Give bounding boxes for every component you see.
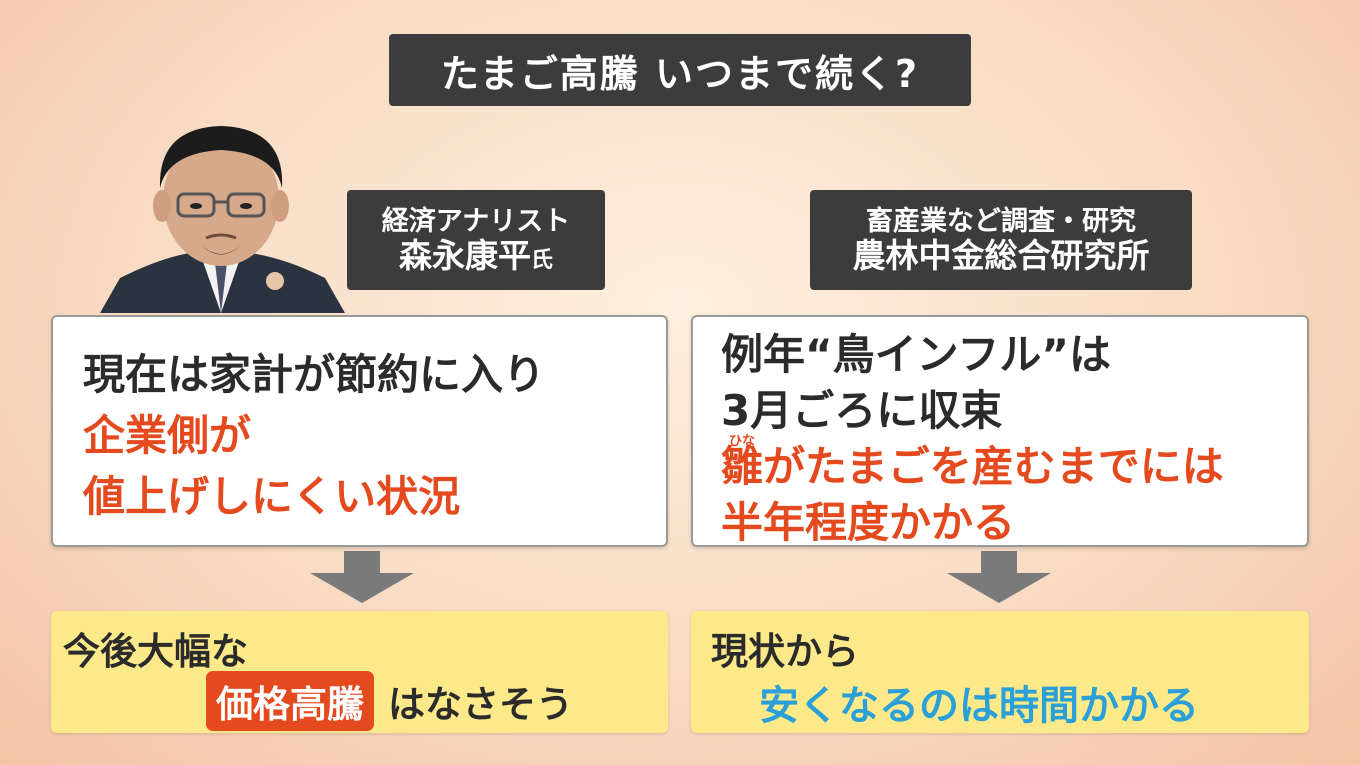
institute-quote: 例年“鳥インフル”は 3月ごろに収束 ひな雛がたまごを産むまでには 半年程度かか… [691,315,1309,547]
analyst-quote: 現在は家計が節約に入り 企業側が 値上げしにくい状況 [51,315,668,547]
institute-quote-line-1: 例年“鳥インフル”は [721,330,1111,379]
institute-quote-line-3-rest: がたまごを産むまでには [763,441,1224,491]
ruby-reading: ひな [729,433,756,449]
highlight-badge: 価格高騰 [206,671,374,731]
institute-quote-line-2: 3月ごろに収束 [721,385,1003,435]
page-title: たまご高騰 いつまで続く? [389,34,971,106]
analyst-conclusion-line-2: 価格高騰 はなさそう [206,671,573,731]
down-arrow-icon [310,551,414,603]
ruby-base: 雛 [721,441,764,491]
institute-quote-line-3: ひな雛がたまごを産むまでには [721,435,1279,495]
analyst-label: 経済アナリスト 森永康平氏 [347,190,605,290]
analyst-name: 森永康平 [398,235,531,275]
institute-label: 畜産業など調査・研究 農林中金総合研究所 [810,190,1192,290]
analyst-quote-line-2: 企業側が [83,410,252,460]
analyst-conclusion-line-1: 今後大幅な [63,630,248,673]
headset-mic-icon [266,272,284,290]
institute-quote-line-4: 半年程度かかる [721,497,1016,547]
page-title-text: たまご高騰 いつまで続く? [440,51,920,96]
ruby-word: ひな雛 [721,435,764,495]
analyst-role: 経済アナリスト [381,205,571,237]
institute-conclusion-line-1: 現状から [711,630,859,673]
analyst-quote-line-1: 現在は家計が節約に入り [83,350,546,399]
down-arrow-icon [947,551,1051,603]
analyst-portrait [100,126,345,313]
institute-conclusion: 現状から 安くなるのは時間かかる [691,611,1309,733]
institute-description: 畜産業など調査・研究 [866,205,1136,237]
analyst-conclusion-tail: はなさそう [388,683,573,726]
analyst-conclusion: 今後大幅な 価格高騰 はなさそう [51,611,668,733]
institute-name: 農林中金総合研究所 [852,235,1150,275]
analyst-quote-line-3: 値上げしにくい状況 [83,471,461,521]
analyst-name-line: 森永康平氏 [398,235,553,275]
analyst-honorific: 氏 [530,247,553,273]
institute-conclusion-line-2: 安くなるのは時間かかる [759,683,1199,729]
